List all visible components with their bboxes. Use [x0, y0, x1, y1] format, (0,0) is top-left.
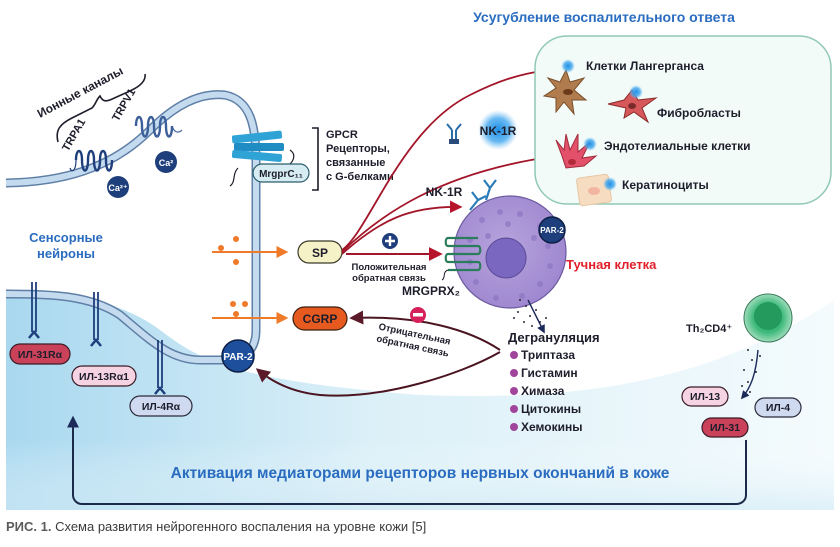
svg-text:PAR-2: PAR-2 — [223, 352, 253, 363]
svg-text:ИЛ-13: ИЛ-13 — [690, 391, 720, 403]
nk1r-free-label: NK-1R — [480, 124, 517, 138]
sp-badge: SP — [297, 240, 343, 264]
inflammation-amplification-title: Усугубление воспалительного ответа — [473, 9, 735, 25]
degranulation-title: Дегрануляция — [508, 330, 600, 345]
nk1r-free-receptor-icon — [446, 123, 462, 144]
figure-caption-text: Схема развития нейрогенного воспаления н… — [51, 519, 427, 534]
svg-text:ИЛ-13Rα1: ИЛ-13Rα1 — [79, 371, 129, 383]
positive-feedback-label: обратная связь — [352, 273, 426, 284]
nk1r-mast-receptor-icon — [469, 179, 497, 211]
target-cells-box — [534, 35, 832, 205]
th2-cell-icon — [743, 293, 793, 343]
gpcr-label: GPCR Рецепторы, связанные с G-белками — [326, 129, 394, 183]
svg-text:PAR-2: PAR-2 — [540, 226, 564, 235]
cytokine-release-arrow — [740, 349, 759, 400]
sensory-neurons-label: нейроны — [37, 246, 95, 261]
gpcr-receptor-icon — [229, 130, 295, 187]
feedback-loop-arrow — [67, 415, 747, 505]
target-cell-label: Кератиноциты — [622, 178, 709, 192]
mast-cell-label: Тучная клетка — [566, 257, 657, 272]
il4-badge: ИЛ-4 — [754, 397, 802, 418]
il31-badge: ИЛ-31 — [701, 417, 749, 438]
calcium-ion-icon: Ca² — [155, 151, 177, 173]
figure-caption: РИС. 1. Схема развития нейрогенного восп… — [6, 519, 426, 534]
skin-bottom-band — [6, 440, 834, 510]
mrgprx2-label: MRGPRX₂ — [402, 284, 460, 298]
target-cell-label: Эндотелиальные клетки — [604, 139, 751, 153]
svg-text:с G-белками: с G-белками — [326, 171, 394, 183]
trpa1-channel-icon — [69, 149, 114, 172]
ion-channels-brace — [56, 73, 146, 143]
target-cell-label: Клетки Лангерганса — [586, 59, 704, 73]
svg-text:ИЛ-4: ИЛ-4 — [766, 402, 790, 414]
gpcr-bracket — [312, 127, 319, 191]
calcium-ion-icon: Ca²⁺ — [107, 176, 129, 198]
svg-text:Химаза: Химаза — [521, 384, 565, 398]
mrgprc11-badge: MrgprC₁₁ — [252, 163, 310, 183]
trpv1-channel-icon — [134, 115, 183, 138]
par2-activation-arrow — [255, 351, 501, 397]
par2-mast-badge: PAR-2 — [538, 216, 566, 244]
svg-text:ИЛ-31Rα: ИЛ-31Rα — [18, 349, 63, 361]
svg-text:ИЛ-4Rα: ИЛ-4Rα — [142, 401, 181, 413]
mrgprx2-receptor-icon — [441, 236, 482, 281]
list-item: Цитокины — [510, 402, 581, 416]
sp-effect-arrows — [341, 65, 559, 255]
svg-text:CGRP: CGRP — [303, 312, 338, 326]
langerhans-cell-icon — [542, 59, 588, 116]
negative-feedback-arrow — [349, 310, 501, 351]
target-cell-label: Фибробласты — [657, 106, 741, 120]
list-item: Гистамин — [510, 366, 578, 380]
svg-text:Хемокины: Хемокины — [521, 420, 582, 434]
th2-cell-label: Th₂CD4⁺ — [686, 323, 732, 335]
degranulation-arrow — [527, 299, 545, 334]
par2-neuron-badge: PAR-2 — [221, 339, 255, 373]
figure-caption-prefix: РИС. 1. — [6, 519, 52, 534]
negative-sign-icon — [410, 307, 426, 323]
cgrp-badge: CGRP — [292, 306, 348, 331]
nk1r-glow — [478, 110, 518, 150]
neuropeptide-granules — [218, 236, 248, 317]
list-item: Хемокины — [510, 420, 582, 434]
degranulation-list: Триптаза Гистамин Химаза Цитокины Хемоки… — [510, 348, 582, 434]
endothelial-cell-icon — [555, 133, 598, 169]
receptor-stalk-icon — [28, 282, 166, 395]
mast-cell-nucleus — [485, 237, 527, 279]
positive-feedback-label: Положительная — [352, 262, 427, 273]
sensory-neurons-label: Сенсорные — [29, 230, 103, 245]
il13-badge: ИЛ-13 — [681, 386, 729, 407]
svg-text:Гистамин: Гистамин — [521, 366, 578, 380]
svg-text:ИЛ-31: ИЛ-31 — [710, 422, 740, 434]
svg-text:SP: SP — [312, 246, 328, 260]
mast-cell — [453, 195, 567, 309]
nerve-receptor-activation-title: Активация медиаторами рецепторов нервных… — [171, 465, 670, 482]
list-item: Триптаза — [510, 348, 575, 362]
fibroblast-icon — [607, 85, 658, 124]
svg-text:Ca²⁺: Ca²⁺ — [108, 183, 128, 193]
ion-channels-label: Ионные каналы — [35, 64, 126, 121]
svg-text:Ca²: Ca² — [159, 158, 174, 168]
positive-sign-icon — [382, 233, 398, 249]
svg-text:GPCR: GPCR — [326, 129, 358, 141]
il31ra-badge: ИЛ-31Rα — [9, 343, 71, 365]
trpv1-label: TRPV1 — [110, 87, 138, 124]
list-item: Химаза — [510, 384, 565, 398]
svg-text:Цитокины: Цитокины — [521, 402, 581, 416]
il4ra-badge: ИЛ-4Rα — [129, 395, 193, 417]
keratinocyte-icon — [576, 173, 617, 207]
svg-text:связанные: связанные — [326, 157, 385, 169]
il13ra1-badge: ИЛ-13Rα1 — [71, 365, 137, 387]
nk1r-mast-label: NK-1R — [426, 185, 463, 199]
svg-text:MrgprC₁₁: MrgprC₁₁ — [259, 169, 303, 180]
svg-text:Триптаза: Триптаза — [521, 348, 575, 362]
svg-text:Рецепторы,: Рецепторы, — [326, 143, 390, 155]
